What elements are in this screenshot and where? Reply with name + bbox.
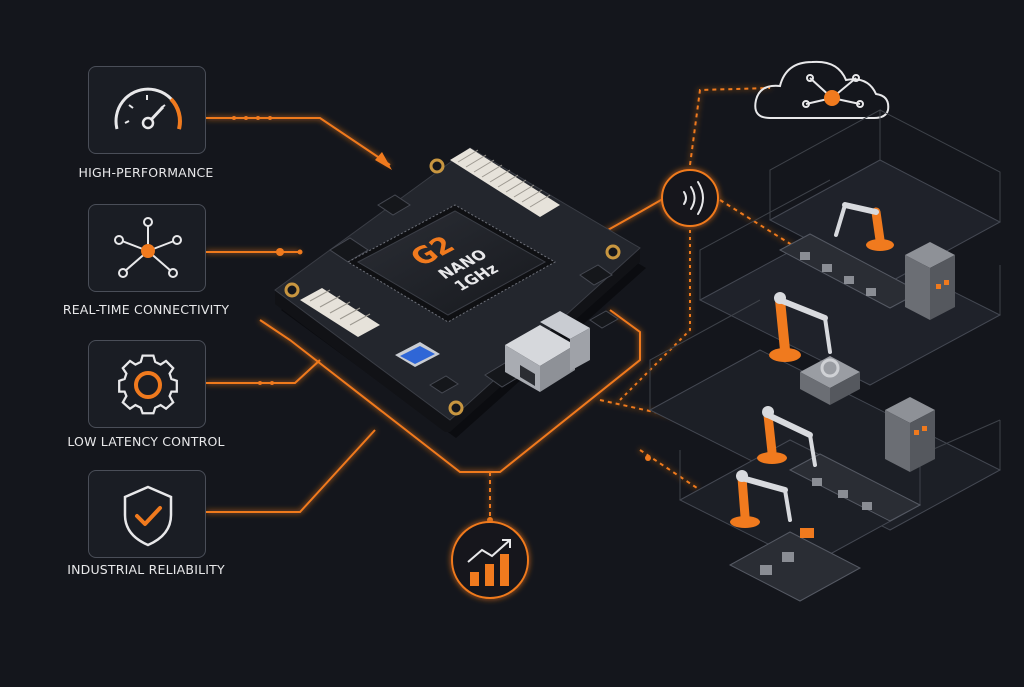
usb-port [395, 342, 440, 367]
processor-chip [346, 204, 557, 323]
feature-label-high-performance: HIGH-PERFORMANCE [78, 165, 214, 180]
factory-gear [820, 358, 840, 378]
feature-box-connectivity [88, 204, 206, 292]
feature-label-latency: LOW LATENCY CONTROL [67, 434, 225, 449]
feature-box-reliability [88, 470, 206, 558]
side-connector [300, 288, 380, 337]
robot-arms [730, 202, 894, 528]
ethernet-port [505, 325, 575, 392]
arrow-head [375, 152, 392, 170]
speedometer-icon [114, 87, 182, 130]
feature-label-connectivity: REAL-TIME CONNECTIVITY [62, 302, 230, 317]
feature-label-reliability: INDUSTRIAL RELIABILITY [67, 562, 225, 577]
connector-wireless-down [619, 230, 691, 401]
board-outline-glow [259, 309, 641, 473]
network-node-icon [114, 217, 182, 278]
dual-usb-port [540, 311, 590, 371]
connector-reliability [206, 429, 376, 513]
shield-check-icon [123, 485, 173, 547]
connector-cloud [689, 87, 771, 166]
machine-cabinets [800, 242, 955, 472]
connector-latency [206, 359, 321, 384]
connector-high-performance [206, 117, 391, 166]
gear-icon [118, 354, 178, 415]
mounting-holes [284, 158, 621, 416]
wireless-signal-icon [661, 169, 719, 227]
feature-box-high-performance [88, 66, 206, 154]
conveyor-belts [728, 233, 922, 602]
feature-box-latency [88, 340, 206, 428]
cloud-network-icon [754, 60, 890, 119]
circuit-board [274, 147, 646, 438]
growth-chart-icon [451, 521, 529, 599]
top-pin-header [450, 148, 560, 217]
board-components [329, 194, 619, 394]
robotic-factory-illustration [648, 109, 1002, 602]
